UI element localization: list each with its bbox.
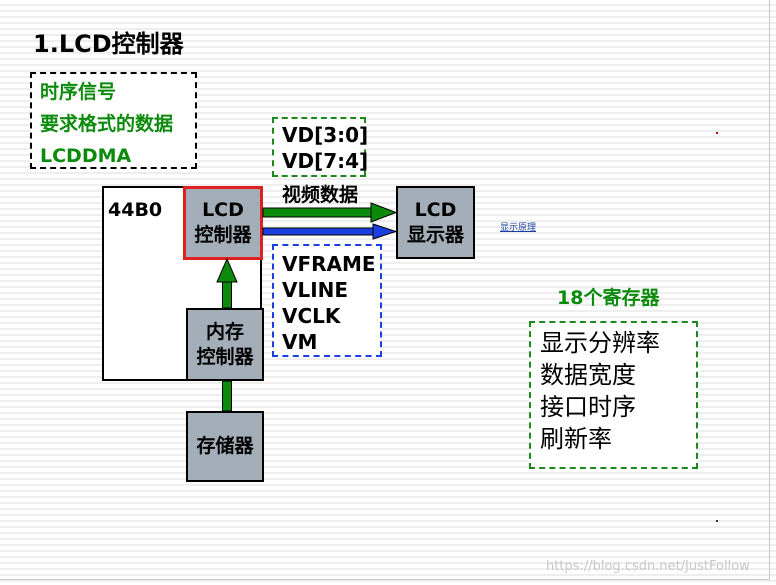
timing-signal-box: 时序信号 要求格式的数据 LCDDMA: [30, 72, 197, 169]
register-refresh-rate: 刷新率: [540, 425, 612, 453]
timing-signal-text: 时序信号: [40, 81, 117, 103]
memory-controller-line1: 内存: [205, 320, 244, 343]
vd-low-text: VD[3:0]: [282, 123, 369, 147]
memory-controller-block: 内存 控制器: [186, 308, 264, 381]
memory-controller-line2: 控制器: [196, 345, 254, 368]
lcd-controller-line1: LCD: [202, 199, 244, 221]
storage-block: 存储器: [186, 411, 264, 482]
lcd-controller-line2: 控制器: [194, 224, 252, 246]
display-principle-link[interactable]: 显示原理: [500, 223, 537, 233]
memory-to-lcd-arrow: [216, 257, 238, 309]
vd-bus-box: VD[3:0] VD[7:4]: [272, 117, 369, 177]
page-title: 1.LCD控制器: [33, 30, 184, 58]
register-data-width: 数据宽度: [540, 361, 636, 389]
register-box: 显示分辨率 数据宽度 接口时序 刷新率: [529, 321, 698, 469]
control-signal-box: VFRAME VLINE VCLK VM: [272, 244, 382, 357]
video-data-arrow: [262, 202, 398, 223]
vframe-text: VFRAME: [282, 252, 376, 276]
lcddma-text: LCDDMA: [40, 145, 132, 167]
vd-high-text: VD[7:4]: [282, 149, 369, 173]
lcd-display-block: LCD 显示器: [396, 186, 475, 259]
lcd-controller-block: LCD 控制器: [183, 186, 263, 260]
control-signal-arrow: [262, 223, 398, 240]
chip-44b0-label: 44B0: [108, 199, 163, 221]
marker-dot-top: [716, 132, 718, 134]
vline-text: VLINE: [282, 278, 349, 302]
vm-text: VM: [282, 330, 318, 354]
marker-dot-bottom: [716, 520, 718, 522]
register-count-heading: 18个寄存器: [557, 287, 660, 309]
register-interface-timing: 接口时序: [540, 393, 636, 421]
lcd-display-line2: 显示器: [406, 223, 464, 246]
register-resolution: 显示分辨率: [540, 329, 660, 357]
storage-to-memory-connector: [222, 380, 232, 412]
lcd-display-line1: LCD: [414, 198, 457, 221]
storage-label: 存储器: [196, 435, 254, 457]
formatted-data-text: 要求格式的数据: [40, 113, 174, 135]
video-data-label: 视频数据: [282, 184, 359, 206]
watermark: https://blog.csdn.net/JustFollow: [546, 559, 750, 574]
vclk-text: VCLK: [282, 304, 341, 328]
